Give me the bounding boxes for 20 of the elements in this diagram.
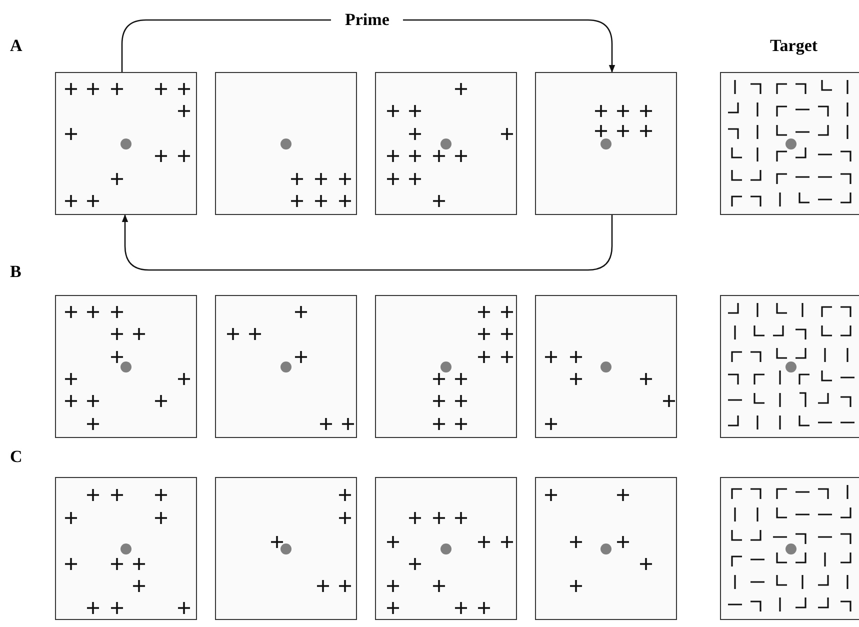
stimulus-panel	[215, 295, 357, 438]
panel-letter: A	[10, 36, 22, 56]
stimulus-panel	[535, 295, 677, 438]
stimulus-panel	[55, 477, 197, 620]
panel-letter: B	[10, 262, 22, 282]
column-heading: Target	[770, 36, 818, 56]
stimulus-panel	[720, 72, 859, 215]
stimulus-panel	[55, 72, 197, 215]
stimulus-panel	[215, 72, 357, 215]
stimulus-panel	[535, 72, 677, 215]
stimulus-panel	[535, 477, 677, 620]
stimulus-panel	[720, 477, 859, 620]
stimulus-panel	[55, 295, 197, 438]
arrow	[122, 214, 613, 271]
stimulus-panel	[375, 477, 517, 620]
stimulus-panel	[720, 295, 859, 438]
panel-letter: C	[10, 447, 22, 467]
stimulus-panel	[215, 477, 357, 620]
stimulus-panel	[375, 72, 517, 215]
stimulus-panel	[375, 295, 517, 438]
